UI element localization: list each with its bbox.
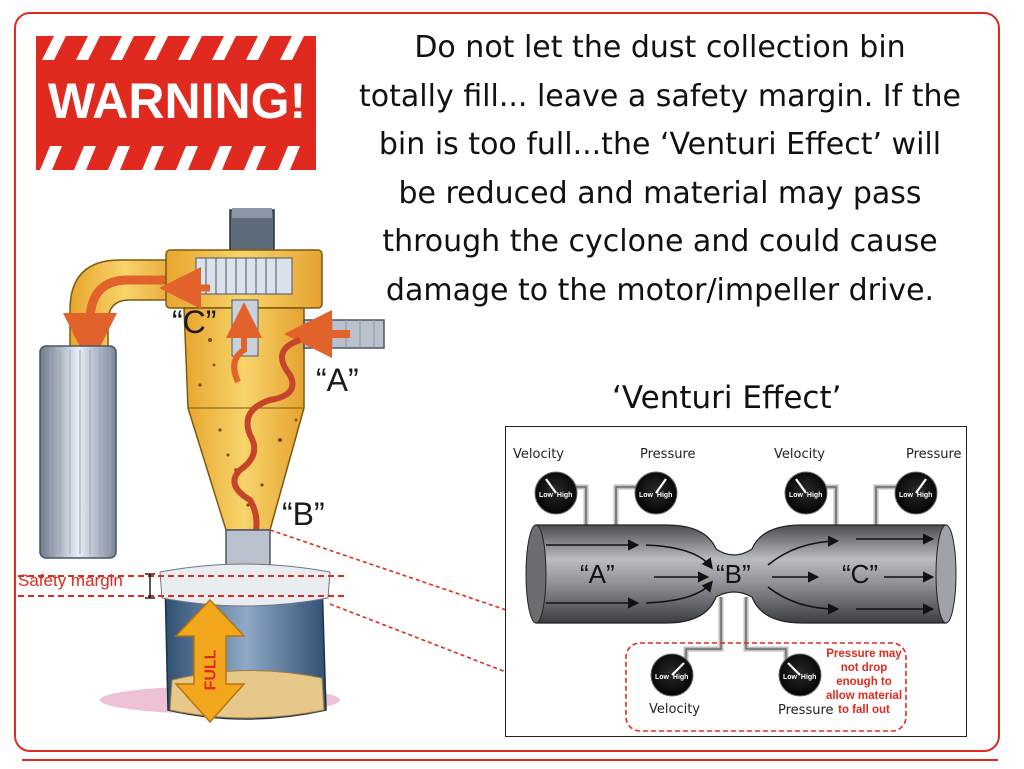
venturi-diagram: Velocity Pressure Velocity Pressure Velo… [505,426,967,737]
velocity-gauge-1 [534,471,578,515]
gauge-high-label: High [672,674,689,681]
note-callout-box [625,642,907,732]
gauge-high-label: High [916,492,933,499]
note-line: not drop [840,662,888,674]
gauge-low-label: Low [899,492,913,499]
message-line: bin is too full...the ‘Venturi Effect’ w… [378,127,942,162]
velocity-gauge-3 [784,471,828,515]
gauge-low-label: Low [639,492,653,499]
pressure-gauge-4 [894,471,938,515]
gauge-label-pressure-3: Pressure [778,703,834,718]
note-line: enough to [836,676,892,688]
gauge-label-velocity-3: Velocity [649,702,700,717]
gauge-label-velocity-2: Velocity [774,447,825,462]
updraft-flow-arrow [226,302,262,384]
swirl-flow-arrow [231,337,302,613]
note-line: allow material [825,690,903,702]
cyclone-label-a: “A” [316,362,359,398]
warning-label: WARNING! [47,73,307,129]
full-label: FULL [202,649,219,691]
pressure-gauge-2 [778,653,822,697]
gauge-low-label: Low [539,492,553,499]
exhaust-flow-arrow [63,275,170,367]
safety-margin-bracket [145,573,155,599]
gauge-high-label: High [556,492,573,499]
venturi-title: ‘Venturi Effect’ [612,380,842,416]
pressure-note: Pressure may not drop enough to allow ma… [822,647,906,717]
venturi-label-b: “B” [716,559,751,589]
message-line: totally fill... leave a safety margin. I… [359,78,961,114]
gauge-high-label: High [806,492,823,499]
warning-message: Do not let the dust collection bin total… [330,24,990,315]
pressure-gauge-1 [634,471,678,515]
note-line: to fall out [838,704,890,716]
message-line: damage to the motor/impeller drive. [385,272,935,308]
safety-margin-label: Safety margin [18,571,123,590]
note-line: Pressure may [826,648,902,660]
filter-cartridge [39,345,117,559]
venturi-flow-arrows [546,533,935,615]
full-level-arrow [174,598,246,724]
venturi-label-a: “A” [580,559,615,589]
gauge-label-pressure-1: Pressure [640,447,696,462]
gauge-low-label: Low [789,492,803,499]
warning-stripes [36,36,316,170]
gauge-high-label: High [800,674,817,681]
venturi-drawing [525,471,957,732]
velocity-gauge-2 [650,653,694,697]
gauge-low-label: Low [655,674,669,681]
cyclone-label-b: “B” [282,496,325,532]
message-line: through the cyclone and could cause [382,224,938,259]
venturi-label-c: “C” [842,559,879,589]
cyclone-label-c: “C” [172,304,217,340]
message-line: be reduced and material may pass [398,175,922,211]
bin-bag-top [159,563,331,607]
message-line: Do not let the dust collection bin [414,30,906,65]
gauge-label-pressure-2: Pressure [906,447,962,462]
cyclone-illustration [18,208,385,724]
cone-neck [225,529,271,569]
gauge-label-velocity-1: Velocity [513,447,564,462]
warning-banner: WARNING! [36,36,316,170]
poster-frame [14,12,1000,752]
gauge-high-label: High [656,492,673,499]
bottom-rule [22,759,998,761]
gauge-low-label: Low [783,674,797,681]
